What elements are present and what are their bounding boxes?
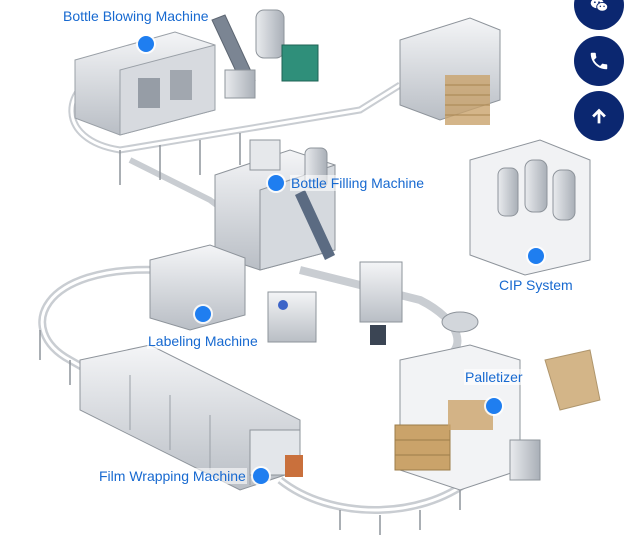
- hotspot-dot[interactable]: [268, 175, 284, 191]
- hotspot-label: Bottle Filling Machine: [290, 175, 426, 191]
- hotspot-bottle-filling[interactable]: Bottle Filling Machine: [268, 175, 426, 191]
- hotspot-dot[interactable]: [252, 468, 269, 484]
- hotspot-palletizer[interactable]: Palletizer: [464, 369, 524, 414]
- hotspot-dot[interactable]: [527, 248, 544, 264]
- hotspot-dot[interactable]: [485, 398, 502, 414]
- wechat-icon: [590, 0, 609, 12]
- arrow-up-icon: [592, 108, 606, 124]
- hotspot-label: Labeling Machine: [147, 333, 259, 349]
- back-to-top-button[interactable]: [574, 91, 624, 141]
- phone-icon: [590, 52, 608, 70]
- hotspot-label: Palletizer: [464, 369, 524, 385]
- hotspot-cip-system[interactable]: CIP System: [498, 248, 574, 293]
- hotspot-label: CIP System: [498, 277, 574, 293]
- hotspot-film-wrapping[interactable]: Film Wrapping Machine: [98, 468, 269, 484]
- hotspot-labeling[interactable]: Labeling Machine: [147, 306, 259, 349]
- hotspot-label: Film Wrapping Machine: [98, 468, 247, 484]
- phone-button[interactable]: [574, 36, 624, 86]
- hotspot-dot[interactable]: [137, 36, 154, 52]
- hotspot-dot[interactable]: [194, 306, 211, 322]
- hotspot-label: Bottle Blowing Machine: [62, 8, 210, 24]
- hotspot-bottle-blowing[interactable]: Bottle Blowing Machine: [62, 8, 210, 52]
